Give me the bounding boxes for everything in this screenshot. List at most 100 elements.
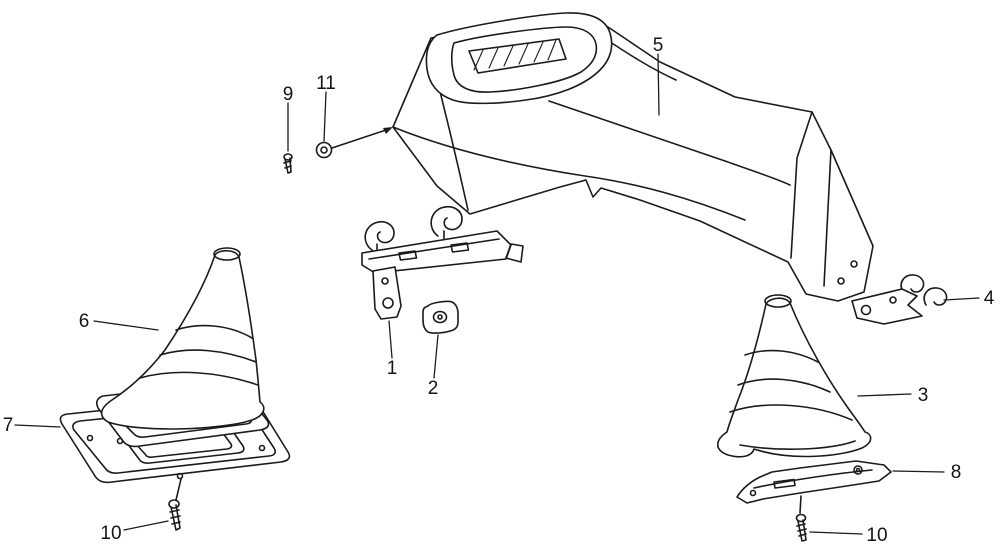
boot6-flange-hole-1 xyxy=(118,439,123,444)
bracket4-hook-lower xyxy=(924,288,946,305)
label-part3: 3 xyxy=(918,385,929,406)
bracket1-slot-left xyxy=(399,251,417,260)
label-part4: 4 xyxy=(984,288,995,309)
screw10R-thread-2 xyxy=(798,529,806,531)
screw9-thread-2 xyxy=(285,166,291,168)
console-top-panel-inner xyxy=(452,27,597,92)
bracket4-hole-large xyxy=(862,306,871,315)
leader-part3 xyxy=(858,394,911,396)
boot-part3 xyxy=(718,295,871,457)
bracket1-left-leg xyxy=(373,267,401,319)
screw10L-thread-3 xyxy=(172,522,180,524)
bracket1-slot-right xyxy=(451,243,469,252)
boot6-fold-1 xyxy=(176,326,252,338)
bracket4-hook-upper xyxy=(901,275,923,292)
arrow-line xyxy=(332,130,386,148)
bracket-part4 xyxy=(852,275,947,324)
cushion2-face xyxy=(434,312,447,323)
leader-part1 xyxy=(389,321,392,358)
screw-part10-right xyxy=(797,515,807,542)
console-slot-hatching xyxy=(474,40,556,70)
label-part6: 6 xyxy=(79,311,90,332)
bracket1-hook-right xyxy=(431,207,462,236)
boot6-cone xyxy=(102,251,264,429)
leader-part4 xyxy=(944,298,979,300)
washer11-inner xyxy=(321,147,327,153)
bracket1-hook-left xyxy=(365,222,394,250)
leader-part8 xyxy=(893,471,944,472)
label-part2: 2 xyxy=(428,378,439,399)
screw10R-thread-1 xyxy=(797,524,805,526)
bracket1-leg-hole-large xyxy=(383,298,393,308)
bracket4-body xyxy=(852,289,922,324)
label-part7: 7 xyxy=(3,415,14,436)
plate7-hole-left xyxy=(88,436,93,441)
screw9-shaft xyxy=(285,158,291,173)
bracket1-crossbar xyxy=(362,231,511,273)
screw9-head xyxy=(284,154,292,160)
leader-part6 xyxy=(94,321,158,330)
label-part10-right: 10 xyxy=(866,525,887,546)
plate7-hole-right xyxy=(260,446,265,451)
boot3-cone xyxy=(718,298,871,457)
plate8-screw-leader xyxy=(800,496,801,513)
console-mid-crease xyxy=(549,101,790,185)
screw10R-thread-3 xyxy=(799,534,806,536)
console-top-panel-outline xyxy=(426,13,611,103)
cushion2-body xyxy=(423,301,458,333)
screw-part10-left xyxy=(169,500,180,530)
console-front-crease xyxy=(393,127,745,220)
arrow-head xyxy=(383,127,393,134)
console-bolt-hole-1 xyxy=(838,278,844,284)
boot3-skirt-line xyxy=(740,441,855,449)
boot6-top-opening xyxy=(214,248,240,260)
boot-part6 xyxy=(97,248,269,446)
boot6-fold-3 xyxy=(140,372,258,385)
cushion2-hole xyxy=(438,315,442,319)
leader-part2 xyxy=(434,335,438,378)
bracket1-right-tab xyxy=(506,244,523,262)
washer11-outer xyxy=(317,143,332,158)
part-labels: 5 9 11 6 7 1 2 10 3 4 8 10 xyxy=(3,35,995,546)
console-shift-slot xyxy=(469,39,566,73)
cushion-part2 xyxy=(423,301,458,333)
bracket-plate-part8 xyxy=(737,461,891,513)
screw10R-head xyxy=(797,515,806,522)
leader-lines xyxy=(15,54,979,534)
leader-part7 xyxy=(15,425,60,427)
bracket1-leg-hole-small xyxy=(382,278,388,284)
bracket1-crossbar-inner-line xyxy=(369,239,499,259)
boot3-fold-3 xyxy=(730,405,852,420)
label-part10-left: 10 xyxy=(100,523,121,544)
washer-part11 xyxy=(317,143,332,158)
plate8-hole-right-inner xyxy=(857,469,860,472)
label-part1: 1 xyxy=(387,358,398,379)
label-part8: 8 xyxy=(951,462,962,483)
bracket-part1 xyxy=(362,207,523,319)
screw10L-thread-1 xyxy=(170,510,179,512)
leader-part5 xyxy=(658,54,659,115)
plate7-hole-bottom xyxy=(178,474,183,479)
plate8-outline xyxy=(737,461,891,503)
screw10L-thread-2 xyxy=(171,516,180,518)
label-part5: 5 xyxy=(653,35,664,56)
plate8-slot xyxy=(774,480,795,489)
label-part11: 11 xyxy=(316,73,336,94)
console-right-endpanel-edge xyxy=(791,112,812,258)
boot3-fold-1 xyxy=(745,351,818,362)
label-part9: 9 xyxy=(283,84,294,105)
assembly-arrow xyxy=(332,127,393,148)
leader-part10-left xyxy=(124,521,168,530)
screw9-thread-1 xyxy=(284,161,291,163)
boot3-fold-2 xyxy=(738,379,830,392)
plate7-screw-leader xyxy=(176,479,181,500)
screw-part9 xyxy=(284,154,292,173)
screw10L-head xyxy=(169,500,179,508)
leader-part10-right xyxy=(810,532,862,534)
leader-part11 xyxy=(324,92,326,141)
console-cover-part5 xyxy=(393,13,873,301)
boot6-fold-2 xyxy=(160,350,256,362)
plate8-hole-right-outer xyxy=(854,466,862,474)
